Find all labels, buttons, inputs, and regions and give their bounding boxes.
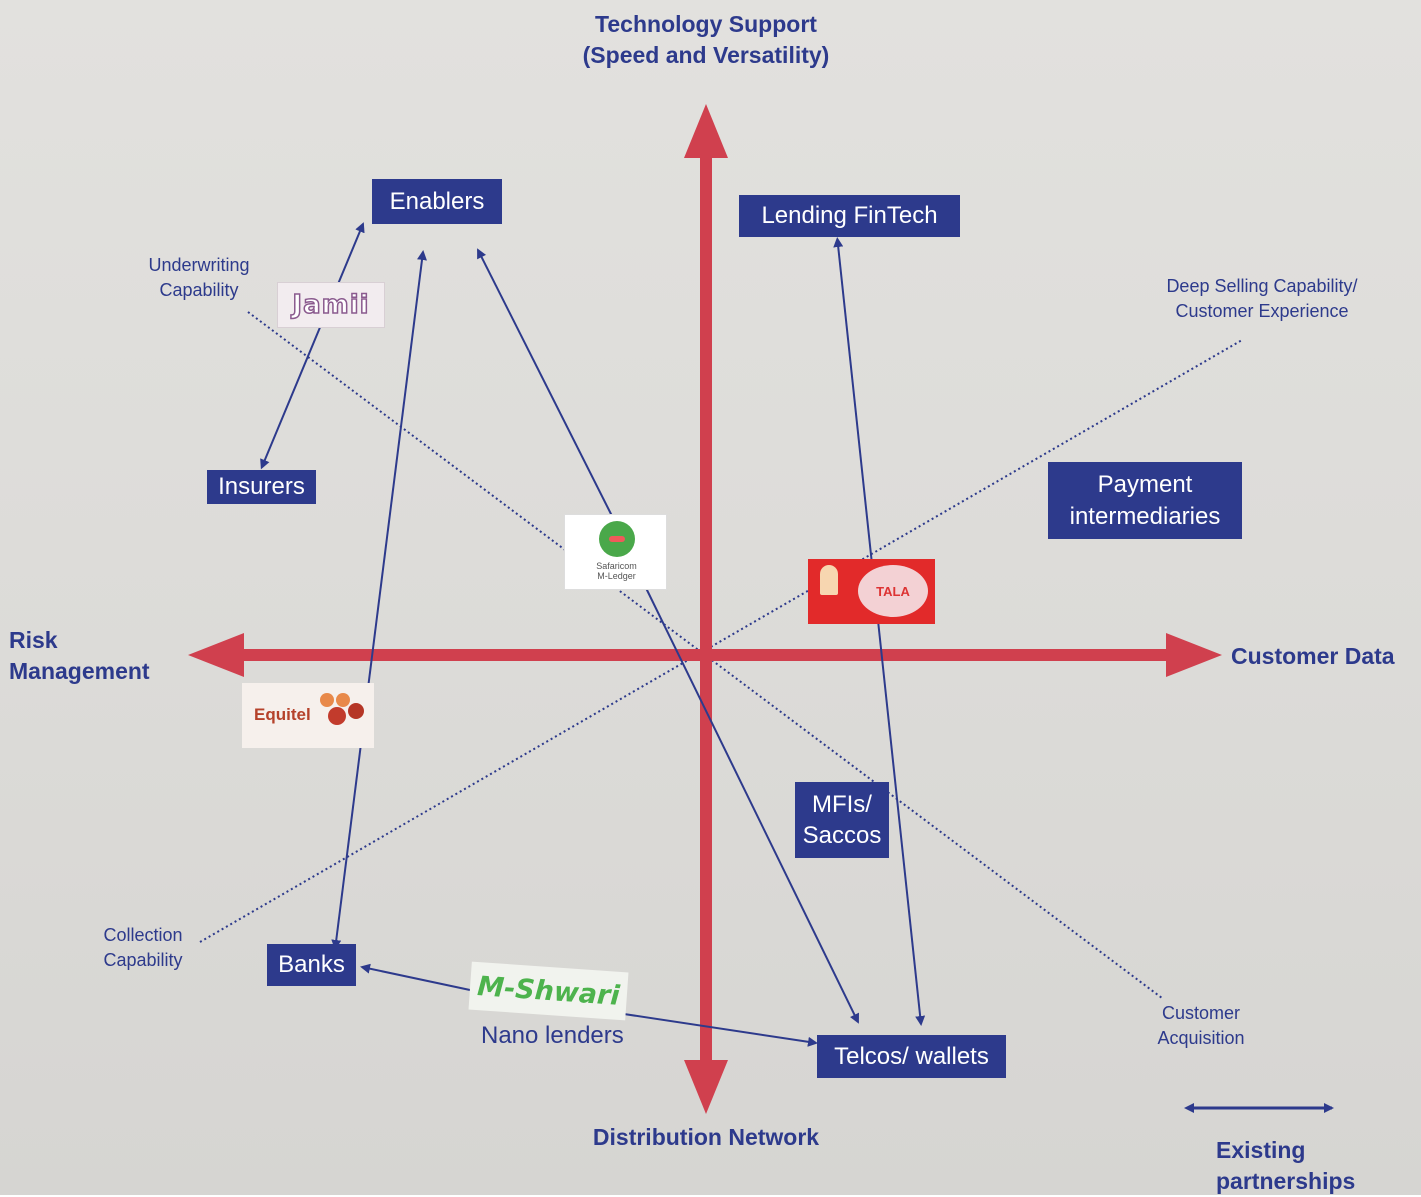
jamii-logo: Jamii bbox=[277, 282, 385, 328]
mshwari-telcos-arrow bbox=[623, 1013, 818, 1047]
existing-partnerships-label: Existing partnerships bbox=[1216, 1137, 1356, 1195]
enablers-mledger-arrow bbox=[477, 248, 613, 517]
enablers-insurers-arrow bbox=[260, 222, 365, 470]
horizontal-axis-left-arrow bbox=[188, 633, 244, 677]
tala-logo-icon bbox=[820, 565, 838, 595]
mshwari-logo-text: M-Shwari bbox=[476, 970, 621, 1012]
deep-selling-capability-label: Deep Selling Capability/ Customer Experi… bbox=[1166, 276, 1358, 322]
mfis-saccos-box: MFIs/ Saccos bbox=[795, 782, 889, 858]
mledger-logo-text: Safaricom M-Ledger bbox=[596, 561, 637, 582]
horizontal-axis-right-arrow bbox=[1166, 633, 1222, 677]
underwriting-capability-label: Underwriting Capability bbox=[148, 255, 250, 301]
jamii-logo-text: Jamii bbox=[292, 289, 370, 321]
axis-top-label: Technology Support (Speed and Versatilit… bbox=[582, 11, 830, 69]
axis-bottom-label: Distribution Network bbox=[592, 1124, 820, 1150]
vertical-axis-top-arrow bbox=[684, 104, 728, 158]
nano-lenders-label: Nano lenders bbox=[481, 1022, 624, 1049]
lending-fintech-box: Lending FinTech bbox=[739, 195, 960, 237]
tala-logo-badge: TALA bbox=[858, 565, 928, 617]
mledger-logo: Safaricom M-Ledger bbox=[564, 514, 667, 590]
mledger-logo-icon bbox=[599, 521, 635, 557]
customer-acquisition-label: Customer Acquisition bbox=[1157, 1003, 1245, 1049]
mledger-telcos-arrow bbox=[645, 587, 859, 1024]
banks-box: Banks bbox=[267, 944, 356, 986]
lending-telcos-arrow bbox=[833, 237, 926, 1026]
collection-capability-label: Collection Capability bbox=[103, 925, 183, 971]
telcos-wallets-box: Telcos/ wallets bbox=[817, 1035, 1006, 1078]
payment-intermediaries-box: Payment intermediaries bbox=[1048, 462, 1242, 539]
axis-left-label: Risk Management bbox=[9, 627, 150, 685]
enablers-box: Enablers bbox=[372, 179, 502, 224]
banks-mshwari-arrow bbox=[360, 963, 471, 991]
axis-right-label: Customer Data bbox=[1231, 643, 1395, 669]
equitel-logo-text: Equitel bbox=[254, 705, 311, 724]
equitel-logo: Equitel bbox=[242, 683, 374, 748]
vertical-axis-bottom-arrow bbox=[684, 1060, 728, 1114]
insurers-box: Insurers bbox=[207, 470, 316, 504]
enablers-banks-arrow bbox=[331, 250, 427, 950]
collection-deepselling-dotted-line bbox=[199, 339, 1243, 943]
tala-logo: TALA bbox=[808, 559, 935, 624]
